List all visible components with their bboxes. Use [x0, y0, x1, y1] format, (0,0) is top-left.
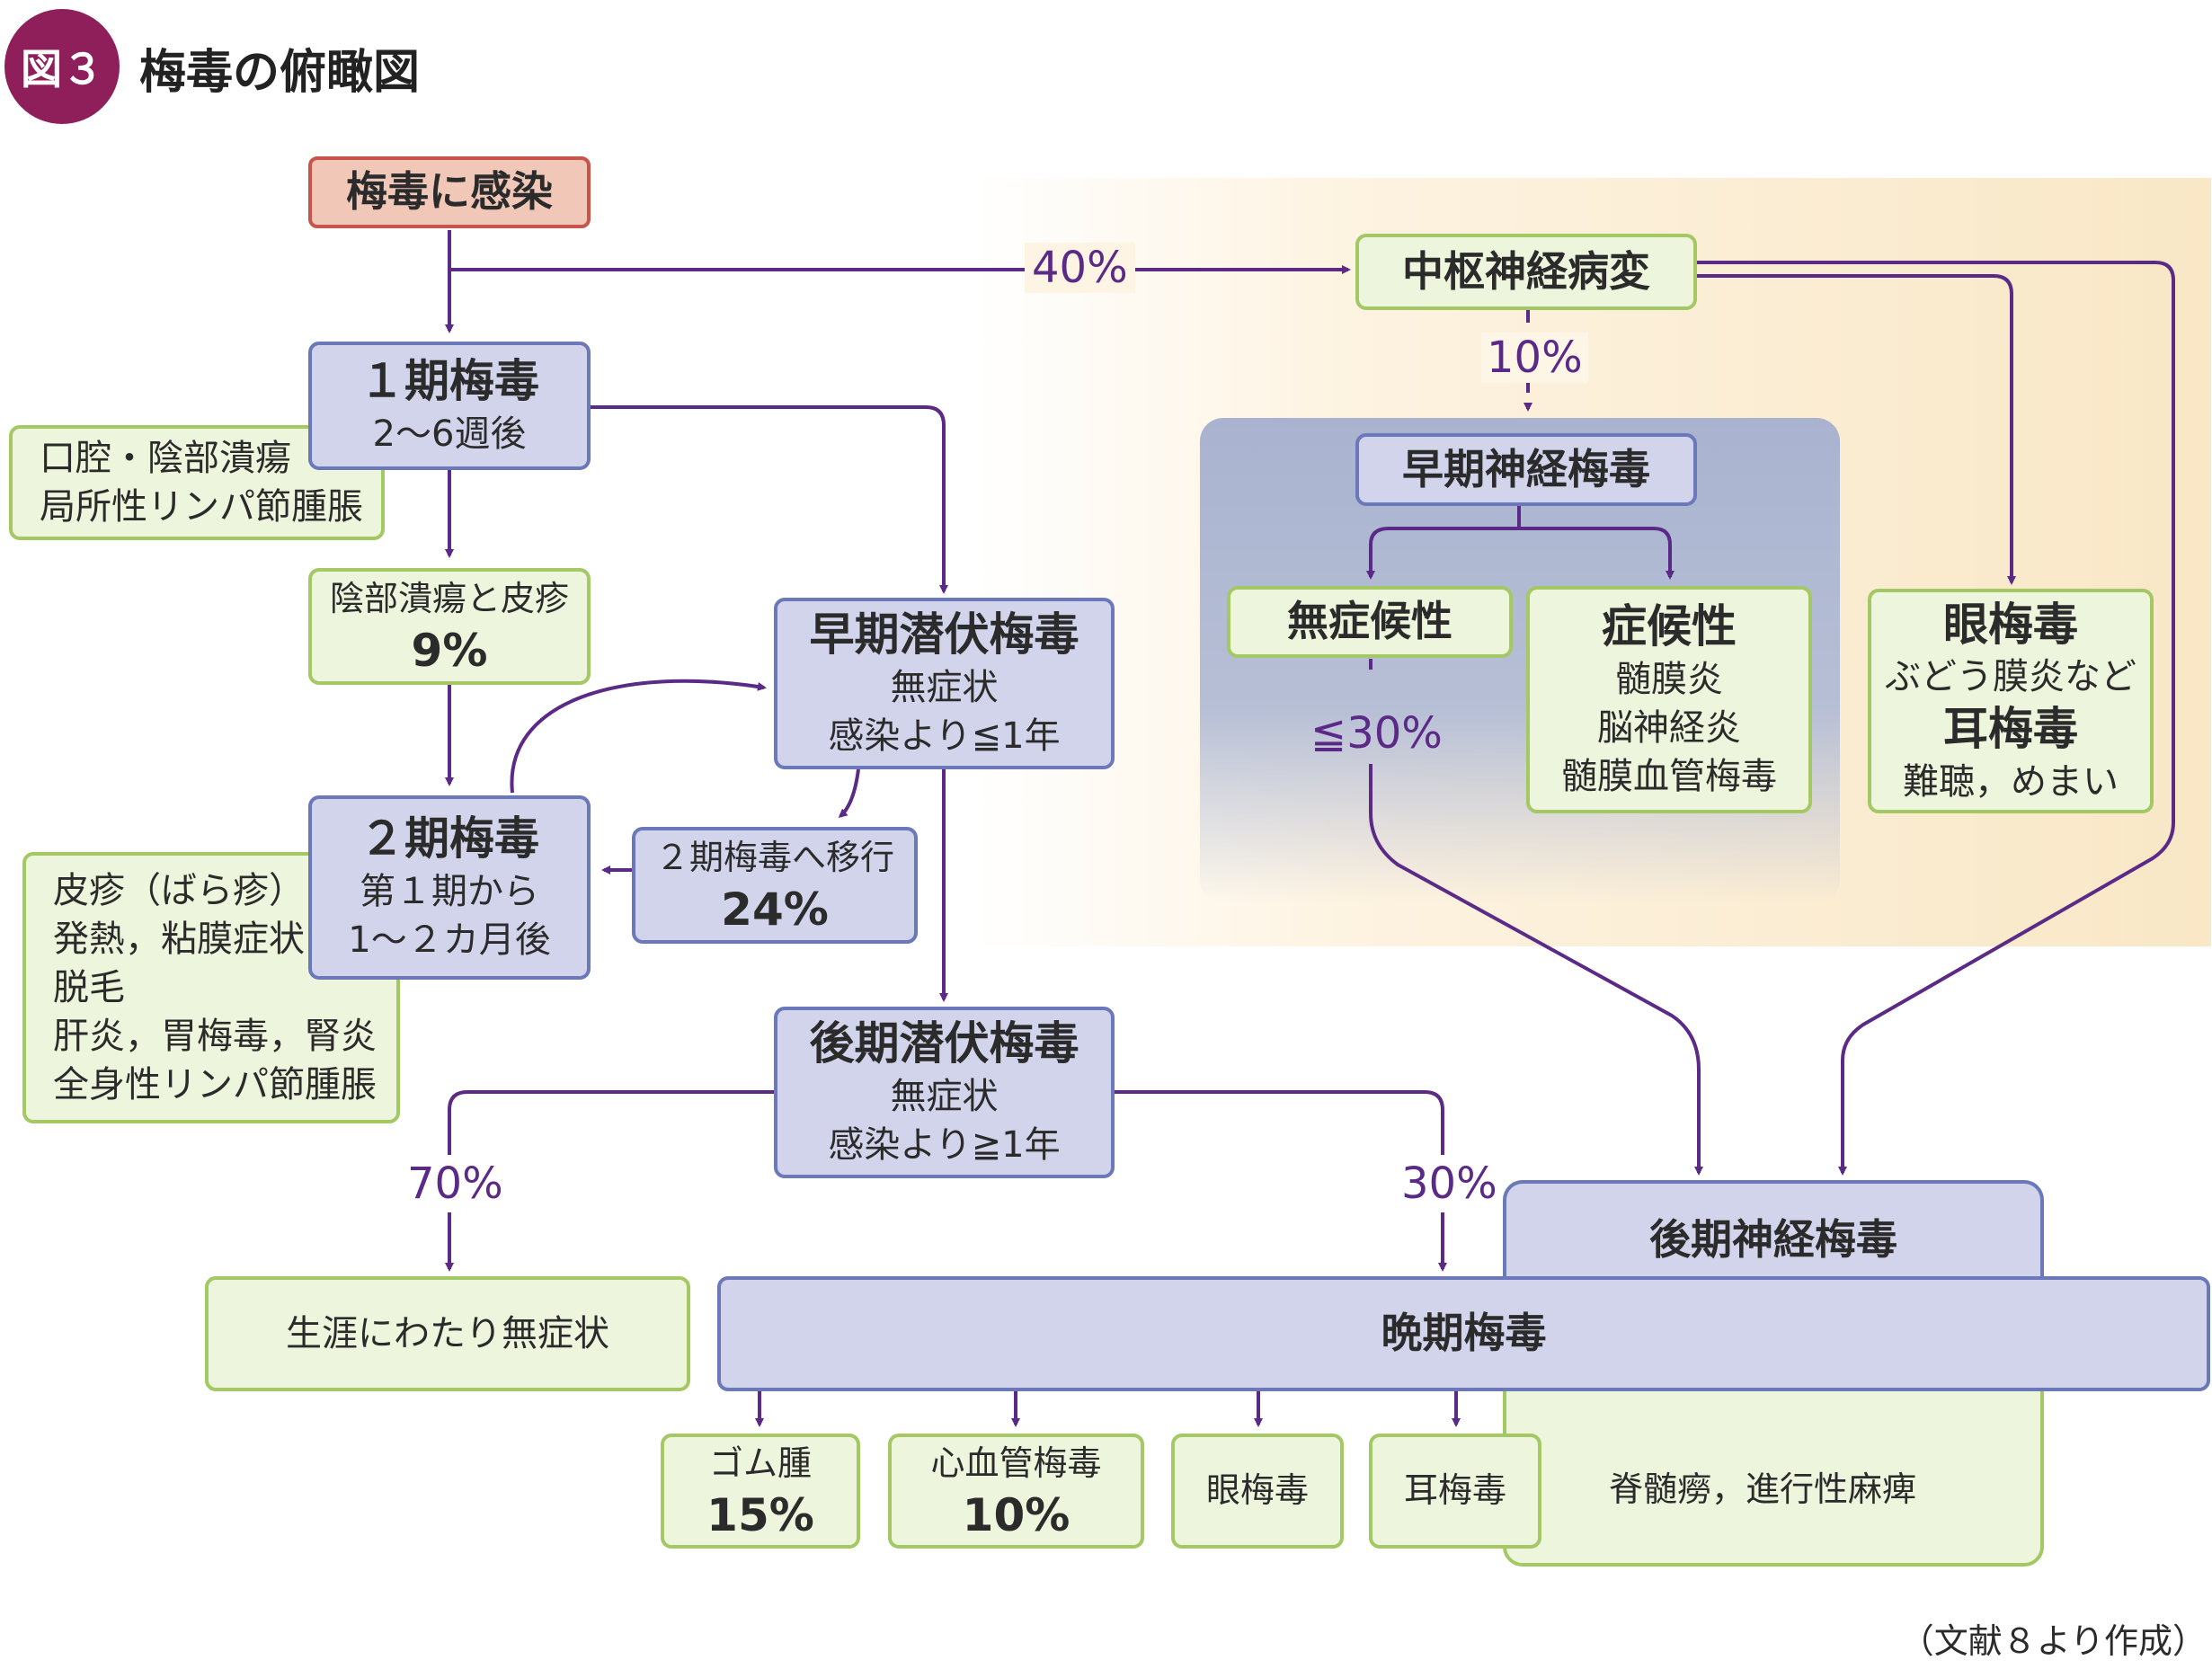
figure-title: 梅毒の俯瞰図: [139, 46, 421, 100]
early-latent-title: 早期潜伏梅毒: [809, 608, 1079, 661]
late-latent-box: 後期潜伏梅毒 無症状 感染より≧1年: [774, 1007, 1115, 1178]
rash-label: 陰部潰瘍と皮疹: [329, 579, 569, 619]
arrow-cns-late-neuro: [1697, 261, 2175, 1176]
infection-box: 梅毒に感染: [308, 156, 591, 228]
arrow-early-latent-transition: [838, 768, 860, 818]
tabes-label: 脊髄癆，進行性麻痺: [1609, 1469, 1917, 1509]
otic-title: 耳梅毒: [1943, 703, 2078, 755]
early-latent-sub1: 無症状: [890, 666, 999, 708]
primary-title: １期梅毒: [360, 355, 539, 408]
lifelong-box: 生涯にわたり無症状: [205, 1276, 690, 1391]
asymptomatic-box: 無症候性: [1227, 586, 1513, 658]
pct-asymptomatic: ≦30%: [1310, 708, 1443, 759]
symptomatic-title: 症候性: [1602, 600, 1737, 653]
rash-box: 陰部潰瘍と皮疹 9%: [308, 568, 591, 685]
primary-sub: 2〜6週後: [372, 413, 527, 455]
arrow-cns-ocular: [1697, 274, 2016, 585]
tertiary-box: 晩期梅毒: [717, 1276, 2210, 1391]
ear-box: 耳梅毒: [1369, 1434, 1541, 1549]
late-latent-sub1: 無症状: [890, 1075, 999, 1117]
tertiary-label: 晩期梅毒: [1381, 1309, 1547, 1358]
eye-box: 眼梅毒: [1171, 1434, 1344, 1549]
arrow-early-neuro-split: [1369, 506, 1672, 575]
late-neuro-label: 後期神経梅毒: [1649, 1215, 1897, 1265]
infection-label: 梅毒に感染: [346, 167, 553, 217]
pct-to-early-neuro: 10%: [1481, 333, 1588, 383]
rash-pct: 9%: [411, 624, 488, 677]
secondary-sub1: 第１期から: [360, 870, 539, 912]
transition-label: ２期梅毒へ移行: [654, 838, 894, 878]
arrow-late-latent-tertiary: [1115, 1090, 1447, 1272]
symptomatic-item-1: 髄膜炎: [1615, 658, 1723, 700]
cns-label: 中枢神経病変: [1402, 246, 1650, 296]
secondary-symptom-2: 発熱，粘膜症状: [53, 919, 305, 960]
ocular-otic-box: 眼梅毒 ぶどう膜炎など 耳梅毒 難聴，めまい: [1868, 589, 2154, 813]
late-latent-title: 後期潜伏梅毒: [809, 1017, 1079, 1070]
source-note: （文献８より作成）: [1899, 1621, 2207, 1661]
cardiovascular-pct: 10%: [962, 1488, 1070, 1541]
transition-pct: 24%: [721, 883, 829, 936]
eye-label: 眼梅毒: [1205, 1470, 1309, 1511]
symptomatic-item-2: 脳神経炎: [1597, 706, 1741, 749]
secondary-sub2: 1〜２カ月後: [348, 919, 551, 961]
otic-sub: 難聴，めまい: [1903, 760, 2119, 803]
primary-syphilis-box: １期梅毒 2〜6週後: [308, 342, 591, 470]
symptomatic-box: 症候性 髄膜炎 脳神経炎 髄膜血管梅毒: [1526, 586, 1812, 813]
asymptomatic-label: 無症候性: [1287, 597, 1452, 646]
arrow-secondary-early-latent: [510, 679, 767, 794]
lifelong-label: 生涯にわたり無症状: [286, 1313, 609, 1354]
early-neuro-label: 早期神経梅毒: [1402, 444, 1650, 493]
primary-symptom-1: 口腔・陰部潰瘍: [40, 438, 291, 479]
gumma-box: ゴム腫 15%: [661, 1434, 860, 1549]
arrow-primary-early-latent: [590, 405, 948, 594]
secondary-symptom-4: 肝炎，胃梅毒，腎炎: [53, 1016, 377, 1057]
late-latent-sub2: 感染より≧1年: [828, 1123, 1061, 1166]
cardiovascular-box: 心血管梅毒 10%: [888, 1434, 1144, 1549]
arrow-late-latent-lifelong: [445, 1090, 774, 1272]
gumma-label: ゴム腫: [708, 1443, 812, 1484]
ocular-title: 眼梅毒: [1943, 598, 2078, 651]
secondary-title: ２期梅毒: [360, 812, 539, 866]
transition-box: ２期梅毒へ移行 24%: [632, 827, 918, 944]
pct-tertiary: 30%: [1396, 1155, 1503, 1212]
cns-box: 中枢神経病変: [1355, 234, 1697, 310]
secondary-syphilis-box: ２期梅毒 第１期から 1〜２カ月後: [308, 795, 591, 980]
early-neuro-box: 早期神経梅毒: [1355, 433, 1697, 506]
secondary-symptom-3: 脱毛: [53, 967, 125, 1008]
figure-badge: 図３: [4, 9, 120, 124]
cardiovascular-label: 心血管梅毒: [930, 1443, 1102, 1484]
early-latent-sub2: 感染より≦1年: [828, 715, 1061, 757]
gumma-pct: 15%: [706, 1488, 814, 1541]
primary-symptom-2: 局所性リンパ節腫脹: [40, 486, 363, 528]
arrow-asymptomatic-late-neuro-path: [1369, 764, 1703, 1176]
figure-badge-label: 図３: [21, 45, 103, 93]
symptomatic-item-3: 髄膜血管梅毒: [1561, 755, 1777, 797]
pct-to-cns: 40%: [1025, 243, 1135, 293]
secondary-symptom-5: 全身性リンパ節腫脹: [53, 1064, 377, 1105]
secondary-symptom-1: 皮疹（ばら疹）: [53, 870, 305, 911]
ear-label: 耳梅毒: [1403, 1470, 1506, 1511]
early-latent-box: 早期潜伏梅毒 無症状 感染より≦1年: [774, 598, 1115, 769]
ocular-sub: ぶどう膜炎など: [1885, 656, 2136, 697]
pct-lifelong: 70%: [402, 1155, 509, 1212]
